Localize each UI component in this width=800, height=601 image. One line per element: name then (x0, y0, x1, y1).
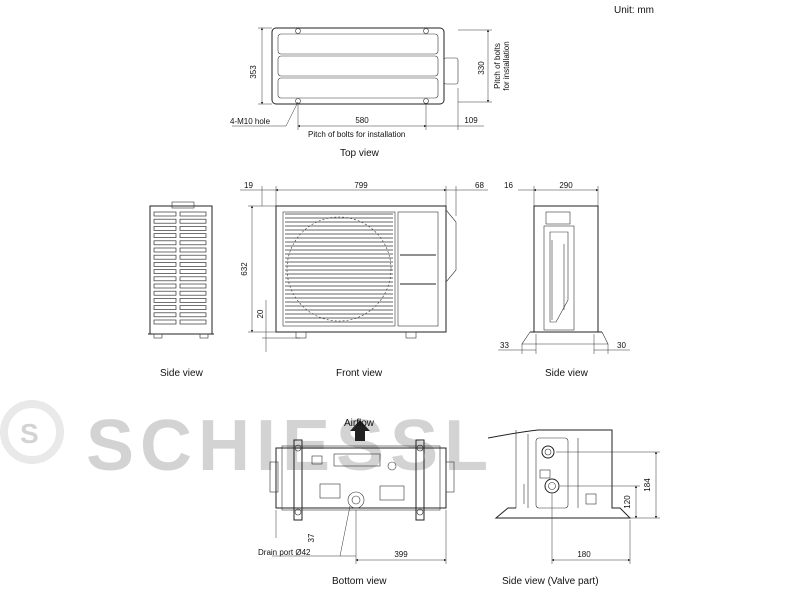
side-grille-slat (179, 305, 207, 310)
side-grille-slat (153, 312, 177, 318)
left-side-view-title: Side view (160, 368, 204, 379)
valve-width-dim: 180 (577, 550, 591, 559)
drain-port-label: Drain port Ø42 (258, 548, 311, 557)
side-grille-slat (179, 218, 207, 224)
right-width-dim: 290 (559, 181, 573, 190)
right-left-offset-dim: 16 (504, 181, 513, 190)
bottom-view-title: Bottom view (332, 576, 387, 587)
svg-text:S: S (20, 418, 39, 449)
side-grille-slat (179, 211, 207, 217)
bottom-width-dim: 399 (394, 550, 408, 559)
top-height-dim: 353 (249, 65, 258, 79)
right-side-view-drawing (498, 186, 630, 354)
top-bolt-height-dim: 330 (477, 61, 486, 75)
side-grille-slat (153, 305, 177, 310)
side-grille-slat (153, 254, 177, 260)
front-view-drawing (240, 186, 488, 352)
valve-side-view-drawing (487, 429, 660, 564)
top-view-drawing (232, 27, 492, 130)
top-bolt-pitch-vertical-1: Pitch of bolts (493, 43, 502, 89)
front-right-offset-dim: 68 (475, 181, 484, 190)
side-grille-slat (179, 240, 207, 246)
side-grille-slat (153, 226, 177, 231)
top-hole-label: 4-M10 hole (230, 117, 271, 126)
top-bolt-width-dim: 580 (355, 116, 369, 125)
left-side-view-drawing (148, 201, 214, 339)
front-width-dim: 799 (354, 181, 368, 190)
side-grille-slat (179, 276, 207, 282)
valve-inner-height-dim: 120 (623, 495, 632, 509)
side-grille-slat (179, 247, 207, 253)
airflow-label: Airflow (344, 418, 375, 429)
side-grille-slat (179, 226, 207, 231)
side-grille-slat (153, 290, 177, 296)
top-bolt-pitch-label: Pitch of bolts for installation (308, 130, 405, 139)
side-grille-slat (179, 269, 207, 274)
bottom-offset-dim: 37 (307, 533, 316, 542)
valve-outer-height-dim: 184 (643, 478, 652, 492)
airflow-arrow-icon (350, 420, 370, 441)
side-grille-slat (153, 211, 177, 217)
unit-label: Unit: mm (614, 5, 654, 16)
right-side-view-title: Side view (545, 368, 589, 379)
bottom-view-drawing (269, 420, 455, 564)
side-grille-slat (179, 233, 207, 238)
front-base-dim: 20 (256, 309, 265, 318)
front-left-offset-dim: 19 (244, 181, 253, 190)
front-view-title: Front view (336, 368, 383, 379)
side-grille-slat (153, 298, 177, 303)
side-grille-slat (153, 218, 177, 224)
side-grille-slat (179, 319, 207, 325)
side-grille-slat (153, 283, 177, 289)
top-bolt-pitch-vertical-2: for installation (502, 41, 511, 90)
right-bottom-right-dim: 30 (617, 341, 626, 350)
side-grille-slat (179, 298, 207, 303)
right-bottom-left-dim: 33 (500, 341, 509, 350)
side-grille-slat (153, 247, 177, 253)
side-grille-slat (153, 276, 177, 282)
valve-side-view-title: Side view (Valve part) (502, 576, 599, 587)
top-view-title: Top view (340, 148, 380, 159)
side-grille-slat (179, 254, 207, 260)
side-grille-slat (179, 312, 207, 318)
side-grille-slat (153, 240, 177, 246)
side-grille-slat (153, 233, 177, 238)
side-grille-slat (179, 262, 207, 267)
side-grille-slat (179, 283, 207, 289)
side-grille-slat (153, 262, 177, 267)
front-height-dim: 632 (240, 262, 249, 276)
side-grille-slat (153, 269, 177, 274)
side-grille-slat (179, 290, 207, 296)
side-grille-slat (153, 319, 177, 325)
top-right-offset-dim: 109 (464, 116, 478, 125)
